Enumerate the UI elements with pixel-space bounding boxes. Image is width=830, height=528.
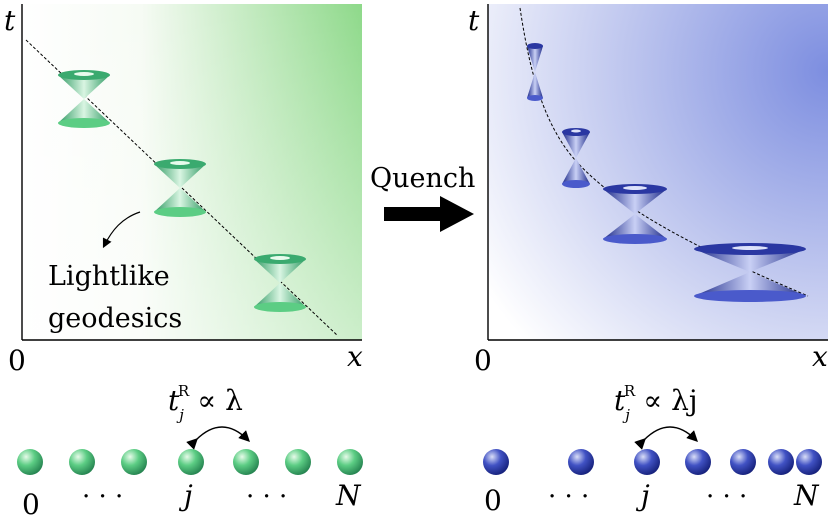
- site-sphere: [233, 449, 259, 475]
- left-chain: tjR∝ λ 0 · · · j · · · N: [17, 382, 363, 521]
- left-site-N-label: N: [335, 479, 362, 512]
- site-sphere: [178, 449, 204, 475]
- site-sphere: [17, 449, 43, 475]
- quench-arrow: Quench: [370, 163, 475, 232]
- light-cone-icon: [527, 43, 543, 101]
- right-site-j-label: j: [635, 479, 650, 512]
- left-dots-2: · · ·: [246, 482, 287, 512]
- annotation-arrow-icon: [102, 211, 141, 249]
- hopping-arrow-icon: [634, 426, 698, 450]
- site-sphere: [796, 449, 822, 475]
- right-t-label: t: [468, 4, 480, 37]
- site-sphere: [685, 449, 711, 475]
- left-formula: tjR∝ λ: [168, 382, 243, 424]
- right-dots-1: · · ·: [548, 482, 589, 512]
- right-x-label: x: [812, 340, 828, 373]
- light-cone-icon: [254, 254, 306, 312]
- site-sphere: [285, 449, 311, 475]
- right-site-0-label: 0: [484, 484, 502, 517]
- quench-label: Quench: [370, 163, 475, 194]
- right-formula: tjR∝ λj: [614, 382, 698, 424]
- light-cone-icon: [58, 70, 110, 128]
- left-x-label: x: [347, 340, 363, 373]
- left-site-j-label: j: [178, 479, 193, 512]
- site-sphere: [483, 449, 509, 475]
- site-sphere: [121, 449, 147, 475]
- left-t-label: t: [4, 4, 16, 37]
- left-spacetime-panel: Lightlike geodesics t 0 x: [4, 4, 363, 377]
- site-sphere: [768, 449, 794, 475]
- light-cone-icon: [603, 184, 667, 244]
- light-cone-icon: [694, 243, 806, 302]
- site-sphere: [337, 449, 363, 475]
- light-cone-icon: [562, 128, 590, 188]
- site-sphere: [568, 449, 594, 475]
- arrow-right-icon: [384, 196, 474, 232]
- light-cone-icon: [154, 159, 206, 217]
- right-chain: tjR∝ λj 0 · · · j · · · N: [483, 382, 822, 517]
- right-spacetime-panel: t 0 x: [468, 4, 828, 377]
- right-site-N-label: N: [793, 479, 820, 512]
- annotation-line2: geodesics: [48, 303, 182, 334]
- site-sphere: [730, 449, 756, 475]
- site-sphere: [634, 449, 660, 475]
- site-sphere: [69, 449, 95, 475]
- hopping-arrow-icon: [186, 426, 250, 450]
- left-site-0-label: 0: [22, 488, 40, 521]
- left-origin-label: 0: [8, 344, 26, 377]
- right-dots-2: · · ·: [706, 482, 747, 512]
- left-dots-1: · · ·: [82, 482, 123, 512]
- right-origin-label: 0: [474, 344, 492, 377]
- annotation-line1: Lightlike: [48, 261, 170, 292]
